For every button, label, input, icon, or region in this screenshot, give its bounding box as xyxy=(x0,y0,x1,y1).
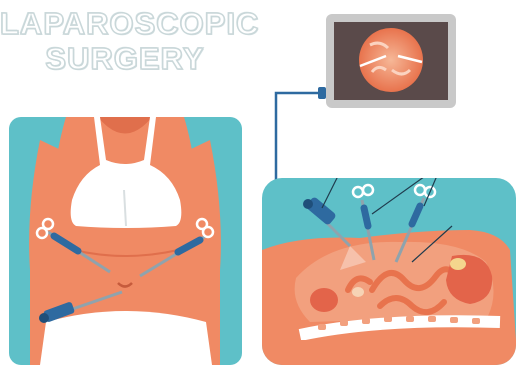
monitor xyxy=(318,14,456,108)
bladder xyxy=(310,288,338,312)
underwear xyxy=(40,311,212,365)
ovary xyxy=(352,287,364,297)
gallbladder xyxy=(450,258,466,270)
torso-panel xyxy=(9,117,242,365)
cross-section-panel xyxy=(262,164,516,365)
lower-back xyxy=(262,340,516,365)
